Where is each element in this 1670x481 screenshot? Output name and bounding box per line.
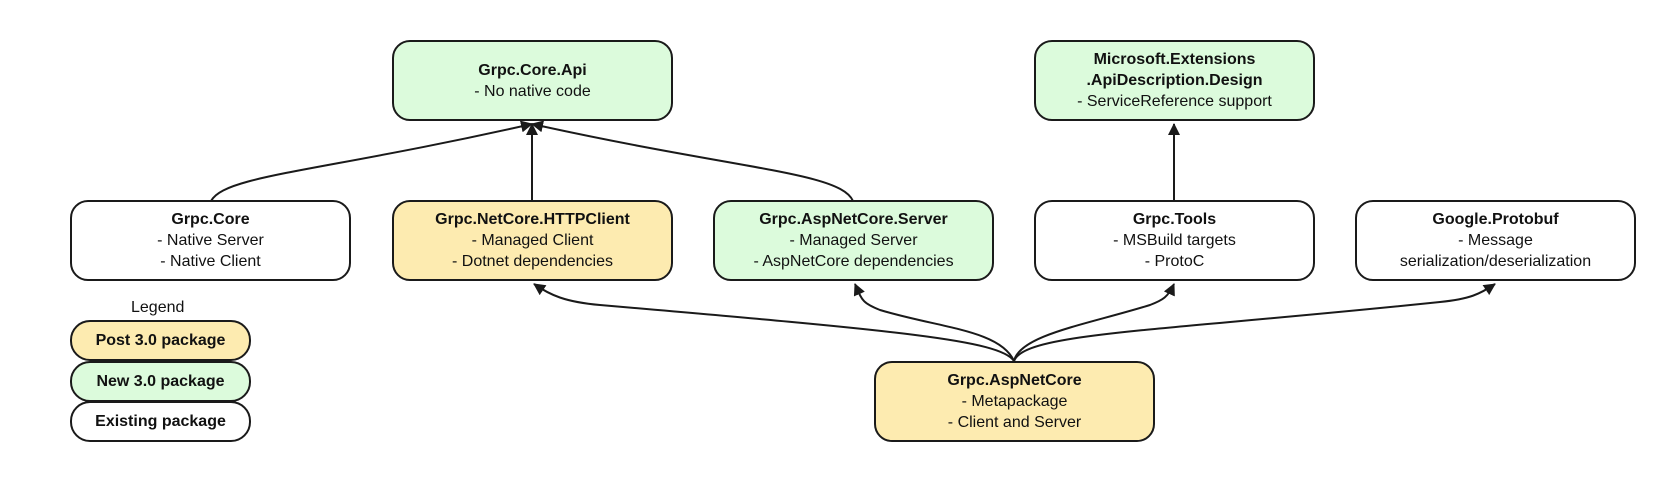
node-title: Grpc.NetCore.HTTPClient — [435, 211, 630, 228]
node-detail: - Metapackage — [961, 393, 1068, 410]
node-detail: - ProtoC — [1144, 253, 1205, 270]
node-title-line-2: .ApiDescription.Design — [1086, 72, 1263, 89]
edge-aspnetcore-to-httpclient — [533, 283, 1015, 362]
node-detail: - Native Server — [157, 232, 264, 249]
legend-item-existing: Existing package — [70, 401, 251, 442]
node-grpc-core-api: Grpc.Core.Api - No native code — [392, 40, 673, 121]
legend-title: Legend — [131, 299, 185, 316]
node-detail: - AspNetCore dependencies — [753, 253, 954, 270]
edge-aspnetcore-to-protobuf — [1013, 283, 1496, 362]
node-detail: - Dotnet dependencies — [452, 253, 613, 270]
node-title: Grpc.Tools — [1132, 211, 1217, 228]
edge-aspnetcore-to-aspnet-server — [853, 283, 1015, 362]
legend-item-post: Post 3.0 package — [70, 320, 251, 361]
legend-label: Post 3.0 package — [95, 331, 226, 349]
node-ms-extensions-apidescription: Microsoft.Extensions .ApiDescription.Des… — [1034, 40, 1315, 121]
edge-aspnetcore-to-tools — [1013, 283, 1175, 362]
node-title: Grpc.AspNetCore — [947, 372, 1082, 389]
node-title: Grpc.Core — [171, 211, 250, 228]
legend-item-new: New 3.0 package — [70, 361, 251, 402]
node-title: Grpc.Core.Api — [478, 61, 587, 79]
node-title-line-1: Microsoft.Extensions — [1093, 51, 1256, 68]
node-google-protobuf: Google.Protobuf - Message serialization/… — [1355, 200, 1636, 281]
legend-label: New 3.0 package — [96, 372, 225, 390]
node-grpc-core: Grpc.Core - Native Server - Native Clien… — [70, 200, 351, 281]
node-detail: - Managed Server — [789, 232, 918, 249]
node-grpc-aspnetcore: Grpc.AspNetCore - Metapackage - Client a… — [874, 361, 1155, 442]
edge-grpc-core-to-core-api — [210, 120, 533, 202]
node-detail: - No native code — [474, 82, 591, 100]
legend-label: Existing package — [95, 412, 226, 430]
node-detail: - Managed Client — [471, 232, 594, 249]
node-grpc-netcore-httpclient: Grpc.NetCore.HTTPClient - Managed Client… — [392, 200, 673, 281]
node-title: Google.Protobuf — [1432, 211, 1559, 228]
node-detail: - MSBuild targets — [1113, 232, 1236, 249]
node-detail: - Client and Server — [947, 414, 1082, 431]
node-grpc-tools: Grpc.Tools - MSBuild targets - ProtoC — [1034, 200, 1315, 281]
node-grpc-aspnetcore-server: Grpc.AspNetCore.Server - Managed Server … — [713, 200, 994, 281]
node-detail: - Message — [1458, 232, 1533, 249]
edge-aspnet-server-to-core-api — [531, 120, 854, 202]
node-detail: serialization/deserialization — [1399, 253, 1592, 270]
node-detail: - ServiceReference support — [1077, 93, 1272, 110]
node-title: Grpc.AspNetCore.Server — [759, 211, 948, 228]
node-detail: - Native Client — [160, 253, 261, 270]
